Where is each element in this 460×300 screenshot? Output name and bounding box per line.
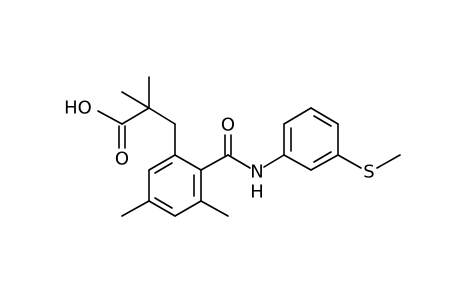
- ring-methyl-groups: [121, 200, 229, 217]
- bond-s-methyl: [376, 154, 401, 169]
- acid-carbonyl-oxygen-label: O: [115, 149, 129, 170]
- carboxylic-acid-group: [97, 107, 150, 149]
- bond-carbonyl-n: [227, 154, 251, 169]
- sulfur-label: S: [363, 162, 374, 183]
- ring1-inner-double-2: [154, 197, 173, 209]
- ring2-inner-double-2: [313, 115, 332, 127]
- ring1-bond-6: [174, 154, 202, 171]
- left-benzene-ring: [148, 154, 202, 217]
- amide-group: [200, 134, 285, 171]
- ring1-bond-4: [174, 200, 202, 217]
- ring2-inner-double-3: [313, 151, 332, 163]
- hydroxyl-label: HO: [64, 98, 92, 119]
- bond-ring-methyl-left: [121, 200, 150, 217]
- ring2-bond-3: [310, 107, 339, 125]
- ring1-inner-double-1: [154, 162, 173, 174]
- bond-c-oh: [97, 110, 123, 125]
- ring2-bond-2: [283, 107, 312, 125]
- methylthio-group: [337, 154, 401, 169]
- bond-quaternary-ch2: [148, 107, 176, 125]
- bond-acid-c-quaternary: [121, 107, 150, 125]
- gem-dimethyl-group: [121, 76, 176, 156]
- bond-ring-methyl-right: [200, 200, 229, 217]
- ring1-bond-3: [148, 200, 176, 217]
- right-benzene-ring: [283, 107, 339, 171]
- ring1-bond-1: [148, 154, 176, 171]
- amide-nitrogen-label: N: [250, 162, 263, 183]
- bond-quaternary-methyl-left: [121, 91, 150, 109]
- ring2-bond-6: [283, 154, 312, 171]
- bond-ring-carbonyl: [200, 154, 229, 171]
- amide-hydrogen-label: H: [250, 182, 264, 203]
- amide-carbonyl-oxygen-label: O: [221, 115, 235, 136]
- ring2-bond-5: [310, 154, 339, 171]
- bond-n-ring: [263, 154, 285, 168]
- bond-ring-s: [337, 154, 362, 169]
